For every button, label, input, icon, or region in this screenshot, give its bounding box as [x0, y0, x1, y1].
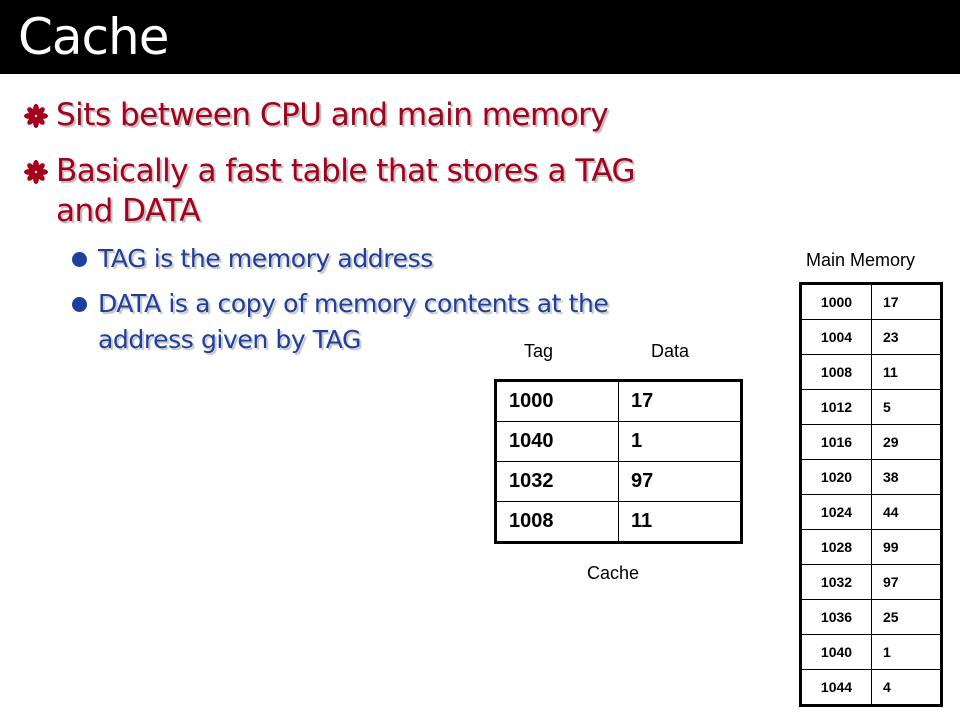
cache-data-cell: 97 [618, 461, 742, 502]
cache-tag-cell: 1000 [495, 380, 619, 422]
memory-value-cell: 29 [871, 424, 942, 460]
slide-title: Cache [18, 8, 169, 66]
memory-value-cell: 38 [871, 459, 942, 495]
memory-address-cell: 1040 [800, 634, 872, 670]
cache-data-cell: 11 [618, 501, 742, 543]
tag-header: Tag [524, 341, 554, 361]
bullet-text-line1: Basically a fast table that stores a TAG [56, 153, 636, 189]
memory-value-cell: 44 [871, 494, 942, 530]
memory-value-cell: 5 [871, 389, 942, 425]
dot-icon [72, 252, 87, 267]
sub-bullet-text-line1: DATA is a copy of memory contents at the [98, 289, 609, 318]
cache-data-cell: 17 [618, 380, 742, 422]
data-header: Data [651, 341, 690, 361]
cache-tag-cell: 1040 [495, 421, 619, 462]
memory-address-cell: 1036 [800, 599, 872, 635]
cache-caption: Cache [587, 563, 640, 583]
memory-address-cell: 1032 [800, 564, 872, 600]
memory-address-cell: 1044 [800, 669, 872, 706]
dot-icon [72, 297, 87, 312]
memory-address-cell: 1008 [800, 354, 872, 390]
cache-data-cell: 1 [618, 421, 742, 462]
memory-value-cell: 25 [871, 599, 942, 635]
memory-address-cell: 1016 [800, 424, 872, 460]
memory-address-cell: 1024 [800, 494, 872, 530]
memory-value-cell: 4 [871, 669, 942, 706]
memory-address-cell: 1000 [800, 283, 872, 320]
asterisk-icon [23, 159, 49, 185]
asterisk-icon [23, 103, 49, 129]
memory-value-cell: 17 [871, 283, 942, 320]
memory-address-cell: 1028 [800, 529, 872, 565]
memory-address-cell: 1012 [800, 389, 872, 425]
memory-value-cell: 97 [871, 564, 942, 600]
cache-tag-cell: 1032 [495, 461, 619, 502]
sub-bullet-text-line2: address given by TAG [98, 325, 361, 354]
memory-address-cell: 1020 [800, 459, 872, 495]
bullet-text: Sits between CPU and main memory [56, 97, 609, 133]
memory-address-cell: 1004 [800, 319, 872, 355]
sub-bullet-text: TAG is the memory address [98, 244, 433, 273]
bullet-text-line2: and DATA [56, 193, 201, 229]
memory-value-cell: 11 [871, 354, 942, 390]
memory-value-cell: 99 [871, 529, 942, 565]
memory-value-cell: 23 [871, 319, 942, 355]
memory-value-cell: 1 [871, 634, 942, 670]
title-bar: Cache [0, 0, 960, 74]
cache-tag-cell: 1008 [495, 501, 619, 543]
main-memory-caption: Main Memory [806, 250, 916, 270]
